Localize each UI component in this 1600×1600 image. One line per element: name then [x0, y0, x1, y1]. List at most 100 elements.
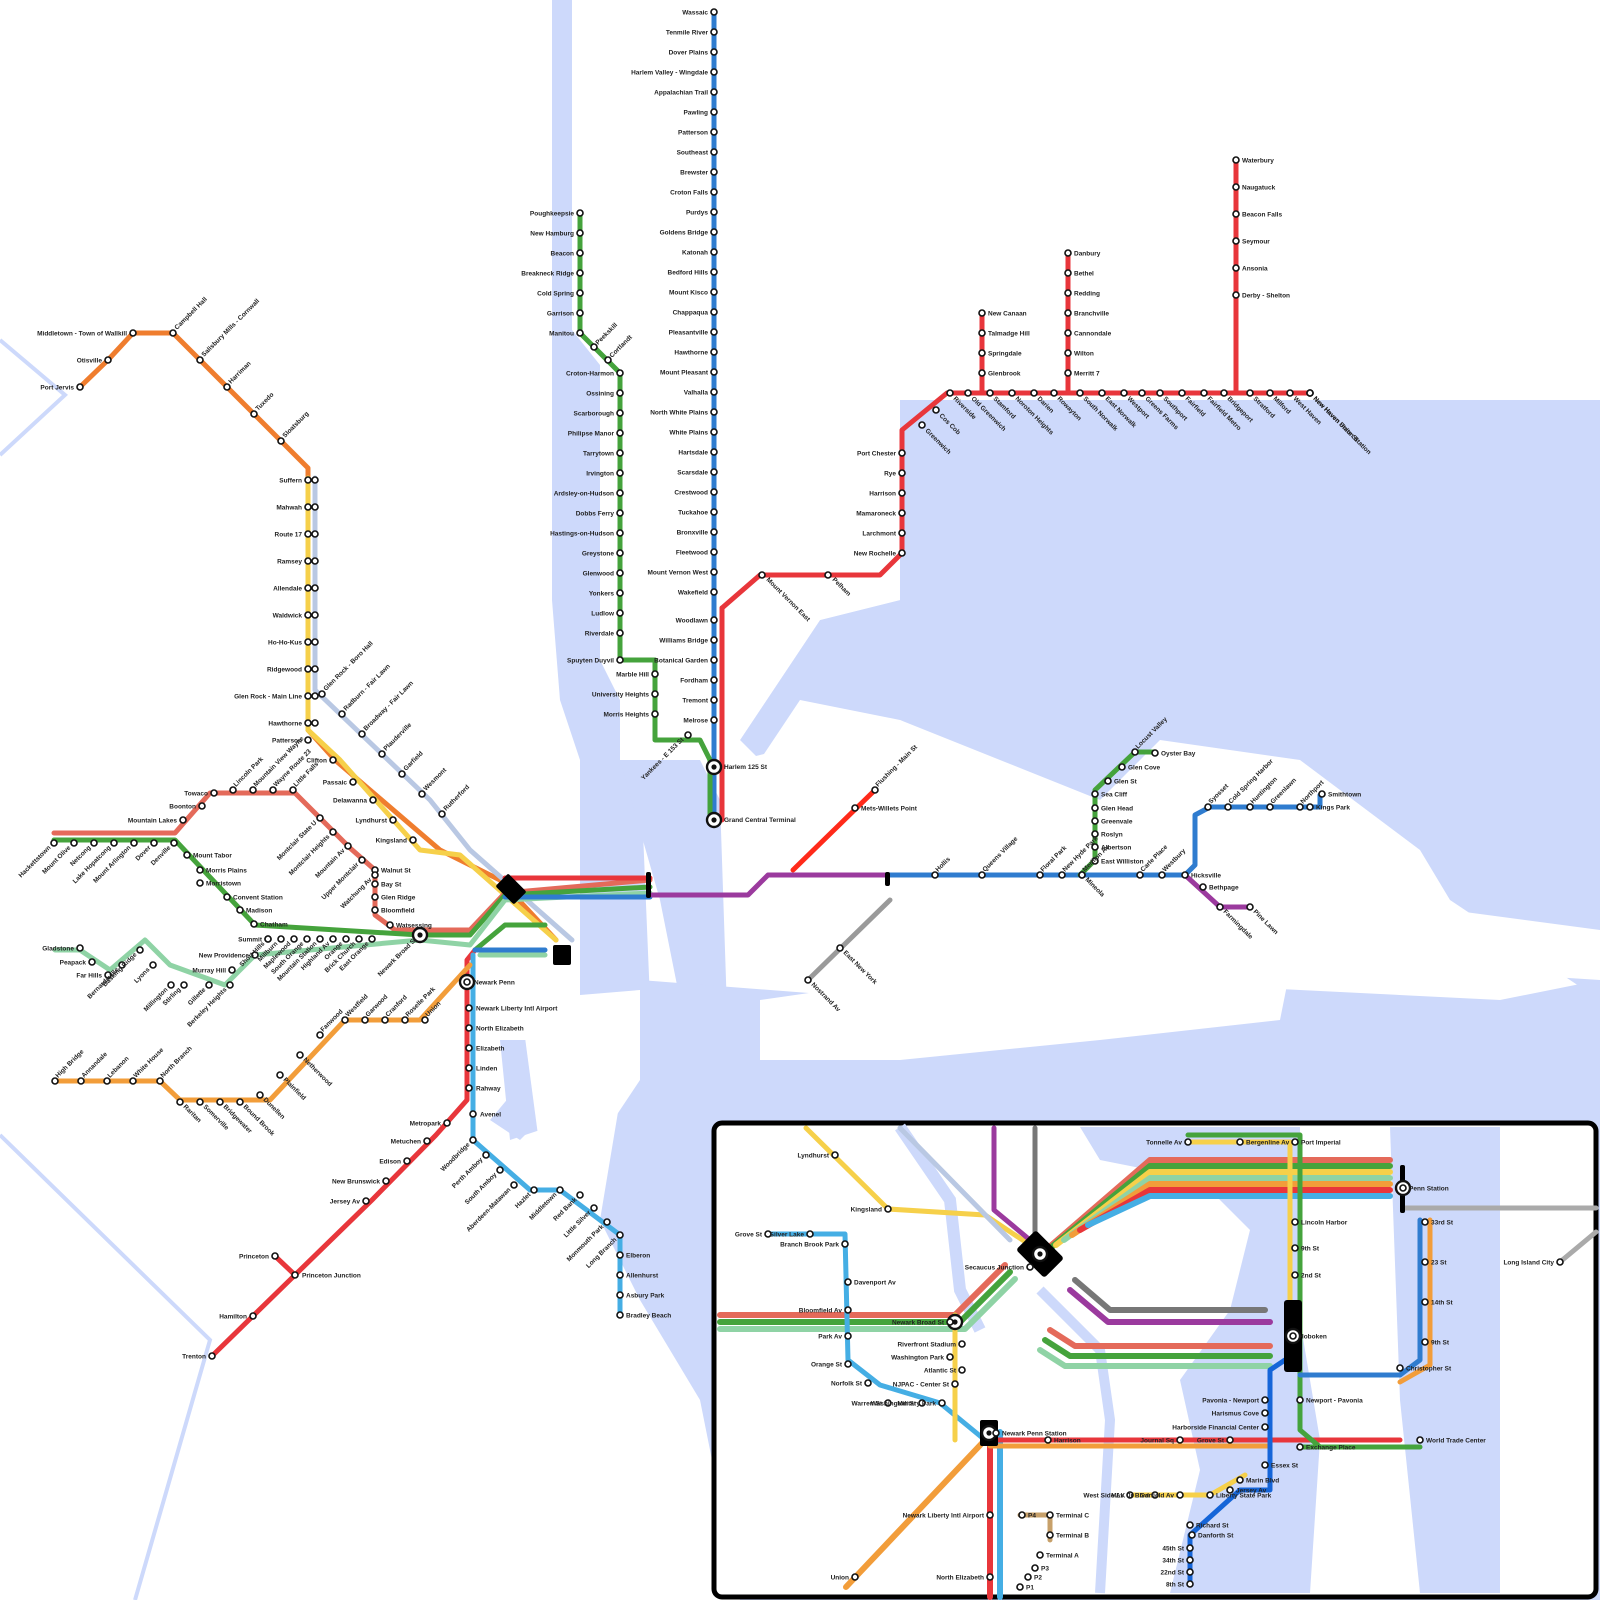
station-icon[interactable] — [617, 410, 623, 416]
station-icon[interactable] — [1267, 804, 1273, 810]
station-icon[interactable] — [312, 504, 318, 510]
station-icon[interactable] — [711, 29, 717, 35]
station-icon[interactable] — [711, 89, 717, 95]
station-icon[interactable] — [359, 857, 365, 863]
station-icon[interactable] — [1233, 238, 1239, 244]
station-icon[interactable] — [390, 817, 396, 823]
station-icon[interactable] — [51, 840, 57, 846]
station-icon[interactable] — [199, 803, 205, 809]
station-icon[interactable] — [78, 1078, 84, 1084]
station-icon[interactable] — [899, 510, 905, 516]
station-icon[interactable] — [1065, 350, 1071, 356]
station-icon[interactable] — [265, 936, 271, 942]
station-icon[interactable] — [617, 550, 623, 556]
station-icon[interactable] — [1292, 1272, 1298, 1278]
station-icon[interactable] — [1099, 390, 1105, 396]
station-icon[interactable] — [591, 1205, 597, 1211]
station-icon[interactable] — [1247, 390, 1253, 396]
station-icon[interactable] — [77, 384, 83, 390]
station-icon[interactable] — [979, 330, 985, 336]
station-icon[interactable] — [832, 1152, 838, 1158]
station-icon[interactable] — [77, 945, 83, 951]
station-icon[interactable] — [1187, 1557, 1193, 1563]
station-icon[interactable] — [617, 490, 623, 496]
station-icon[interactable] — [1187, 1569, 1193, 1575]
station-icon[interactable] — [1225, 804, 1231, 810]
station-icon[interactable] — [404, 1158, 410, 1164]
station-icon[interactable] — [1065, 250, 1071, 256]
station-icon[interactable] — [711, 269, 717, 275]
station-icon[interactable] — [251, 921, 257, 927]
station-icon[interactable] — [1031, 390, 1037, 396]
station-icon[interactable] — [711, 149, 717, 155]
station-icon[interactable] — [899, 450, 905, 456]
station-icon[interactable] — [617, 1292, 623, 1298]
station-icon[interactable] — [711, 637, 717, 643]
station-icon[interactable] — [899, 550, 905, 556]
station-icon[interactable] — [387, 922, 393, 928]
station-icon[interactable] — [422, 1017, 428, 1023]
station-icon[interactable] — [230, 787, 236, 793]
station-icon[interactable] — [711, 249, 717, 255]
station-icon[interactable] — [339, 711, 345, 717]
station-icon[interactable] — [1201, 390, 1207, 396]
station-icon[interactable] — [184, 852, 190, 858]
station-icon[interactable] — [617, 570, 623, 576]
station-icon[interactable] — [617, 1232, 623, 1238]
station-icon[interactable] — [1397, 1365, 1403, 1371]
station-icon[interactable] — [987, 1512, 993, 1518]
station-icon[interactable] — [805, 977, 811, 983]
station-icon[interactable] — [1307, 804, 1313, 810]
station-icon[interactable] — [292, 1272, 298, 1278]
station-icon[interactable] — [933, 407, 939, 413]
station-icon[interactable] — [711, 549, 717, 555]
station-icon[interactable] — [959, 1341, 965, 1347]
station-icon[interactable] — [304, 936, 310, 942]
station-icon[interactable] — [711, 429, 717, 435]
jamaica-block[interactable] — [885, 872, 890, 886]
station-icon[interactable] — [1422, 1299, 1428, 1305]
station-icon[interactable] — [759, 572, 765, 578]
station-icon[interactable] — [470, 1111, 476, 1117]
station-icon[interactable] — [617, 1272, 623, 1278]
station-icon[interactable] — [577, 270, 583, 276]
station-icon[interactable] — [209, 1353, 215, 1359]
station-icon[interactable] — [1027, 1264, 1033, 1270]
station-icon[interactable] — [979, 310, 985, 316]
station-icon[interactable] — [711, 9, 717, 15]
station-icon[interactable] — [305, 531, 311, 537]
station-icon[interactable] — [711, 589, 717, 595]
station-icon[interactable] — [711, 409, 717, 415]
station-icon[interactable] — [1189, 1532, 1195, 1538]
station-icon[interactable] — [711, 717, 717, 723]
station-icon[interactable] — [1400, 1185, 1406, 1191]
station-icon[interactable] — [845, 1307, 851, 1313]
station-icon[interactable] — [305, 720, 311, 726]
station-icon[interactable] — [617, 610, 623, 616]
station-icon[interactable] — [399, 771, 405, 777]
station-icon[interactable] — [466, 1025, 472, 1031]
station-icon[interactable] — [872, 787, 878, 793]
station-icon[interactable] — [206, 982, 212, 988]
station-icon[interactable] — [319, 691, 325, 697]
station-icon[interactable] — [1247, 804, 1253, 810]
station-icon[interactable] — [617, 1312, 623, 1318]
station-icon[interactable] — [370, 797, 376, 803]
station-icon[interactable] — [617, 450, 623, 456]
station-icon[interactable] — [1247, 904, 1253, 910]
station-icon[interactable] — [1185, 1139, 1191, 1145]
station-icon[interactable] — [305, 639, 311, 645]
station-icon[interactable] — [1065, 330, 1071, 336]
station-icon[interactable] — [1105, 778, 1111, 784]
station-icon[interactable] — [1077, 390, 1083, 396]
station-icon[interactable] — [89, 959, 95, 965]
station-icon[interactable] — [1292, 1219, 1298, 1225]
station-icon[interactable] — [104, 1078, 110, 1084]
station-icon[interactable] — [1159, 872, 1165, 878]
station-icon[interactable] — [993, 1430, 999, 1436]
station-icon[interactable] — [305, 612, 311, 618]
station-icon[interactable] — [932, 872, 938, 878]
station-icon[interactable] — [1037, 1552, 1043, 1558]
station-icon[interactable] — [330, 829, 336, 835]
station-icon[interactable] — [652, 691, 658, 697]
